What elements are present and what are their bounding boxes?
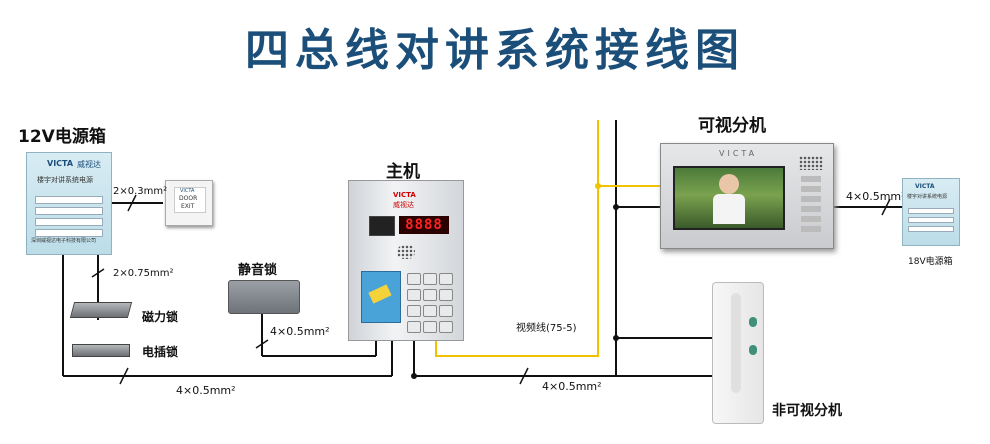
bolt-lock-label: 电插锁 xyxy=(142,345,179,359)
video-wire xyxy=(435,120,660,357)
psu18-brand: VICTA xyxy=(915,183,935,190)
main-unit-device: VICTA 威视达 8888 xyxy=(348,180,464,341)
mute-lock-label: 静音锁 xyxy=(238,263,278,278)
bolt-lock-device xyxy=(72,344,130,357)
main-brand: VICTA xyxy=(393,191,416,199)
psu12-brand-cn: 威视达 xyxy=(77,160,101,169)
card-reader xyxy=(361,271,401,323)
wire-label-psu-exit: 2×0.3mm² xyxy=(113,186,168,197)
exit-exit-text: EXIT xyxy=(181,203,195,210)
video-line-label: 视频线(75-5) xyxy=(516,323,577,334)
wire-label-bottom-right: 4×0.5mm² xyxy=(542,380,602,393)
video-monitor-label: 可视分机 xyxy=(698,116,766,136)
exit-button-device: VICTA DOOR EXIT xyxy=(165,180,213,226)
monitor-screen xyxy=(673,166,785,230)
video-monitor-device: VICTA xyxy=(660,143,834,249)
monitor-brand: VICTA xyxy=(719,149,758,158)
camera-lens xyxy=(369,216,395,236)
main-display: 8888 xyxy=(399,216,449,234)
psu18-name: 楼宇对讲系统电源 xyxy=(907,194,948,200)
psu12-name: 楼宇对讲系统电源 xyxy=(37,176,93,184)
audio-handset-device xyxy=(712,282,764,424)
exit-brand: VICTA xyxy=(180,188,195,194)
speaker-grille xyxy=(397,245,415,259)
wire-label-monitor-psu18: 4×0.5mm² xyxy=(846,190,906,203)
wire-label-bottom-left: 4×0.5mm² xyxy=(176,384,236,397)
mute-lock-device xyxy=(228,280,300,314)
exit-door-text: DOOR xyxy=(179,195,198,202)
psu12-maker: 深圳威视达电子科技有限公司 xyxy=(31,238,97,244)
page-title: 四总线对讲系统接线图 xyxy=(245,25,745,76)
psu18-box: VICTA 楼宇对讲系统电源 xyxy=(902,178,960,246)
psu12-label: 12V电源箱 xyxy=(18,127,106,147)
magnetic-lock-device xyxy=(69,302,133,318)
wire-label-mutelock: 4×0.5mm² xyxy=(270,325,330,338)
monitor-buttons xyxy=(801,176,821,236)
audio-handset-label: 非可视分机 xyxy=(772,403,842,419)
main-brand-cn: 威视达 xyxy=(393,201,414,209)
psu18-label: 18V电源箱 xyxy=(908,257,953,267)
mag-lock-label: 磁力锁 xyxy=(142,310,179,324)
psu12-box: VICTA 威视达 楼宇对讲系统电源 深圳威视达电子科技有限公司 xyxy=(26,152,112,255)
keypad xyxy=(407,273,453,333)
main-unit-label: 主机 xyxy=(386,162,420,182)
monitor-speaker xyxy=(799,156,823,170)
wire-label-psu-locks: 2×0.75mm² xyxy=(113,268,174,279)
psu12-brand: VICTA xyxy=(47,159,74,168)
